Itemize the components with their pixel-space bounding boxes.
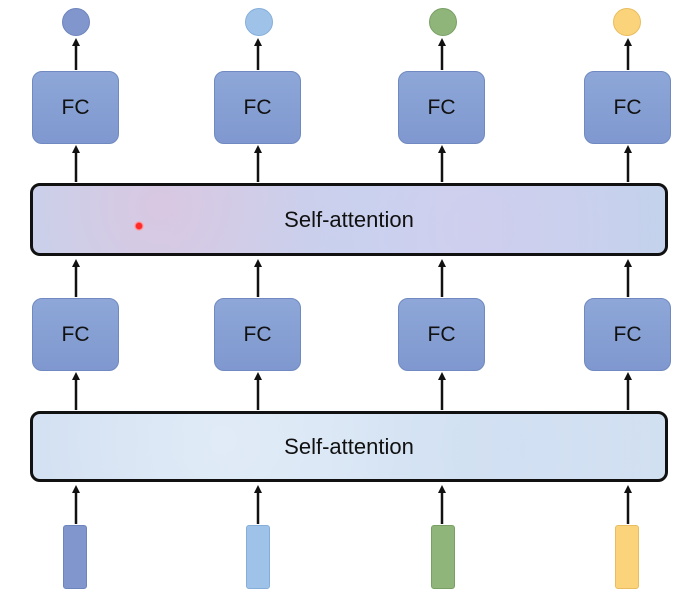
input-vector-3: [431, 525, 455, 589]
fc-top-1: FC: [32, 71, 119, 144]
input-vector-1: [63, 525, 87, 589]
red-pointer-dot: [134, 221, 144, 231]
self-attention-layer-top: Self-attention: [30, 183, 668, 256]
output-vector-3: [429, 8, 457, 36]
self-attention-label-bottom: Self-attention: [284, 433, 414, 459]
fc-middle-3: FC: [398, 298, 485, 371]
output-vector-2: [245, 8, 273, 36]
input-vector-2: [246, 525, 270, 589]
output-vector-4: [613, 8, 641, 36]
self-attention-label-top: Self-attention: [284, 206, 414, 232]
fc-middle-1: FC: [32, 298, 119, 371]
input-vector-4: [615, 525, 639, 589]
fc-middle-2: FC: [214, 298, 301, 371]
self-attention-layer-bottom: Self-attention: [30, 411, 668, 482]
fc-top-4: FC: [584, 71, 671, 144]
output-vector-1: [62, 8, 90, 36]
fc-middle-4: FC: [584, 298, 671, 371]
fc-top-3: FC: [398, 71, 485, 144]
fc-top-2: FC: [214, 71, 301, 144]
